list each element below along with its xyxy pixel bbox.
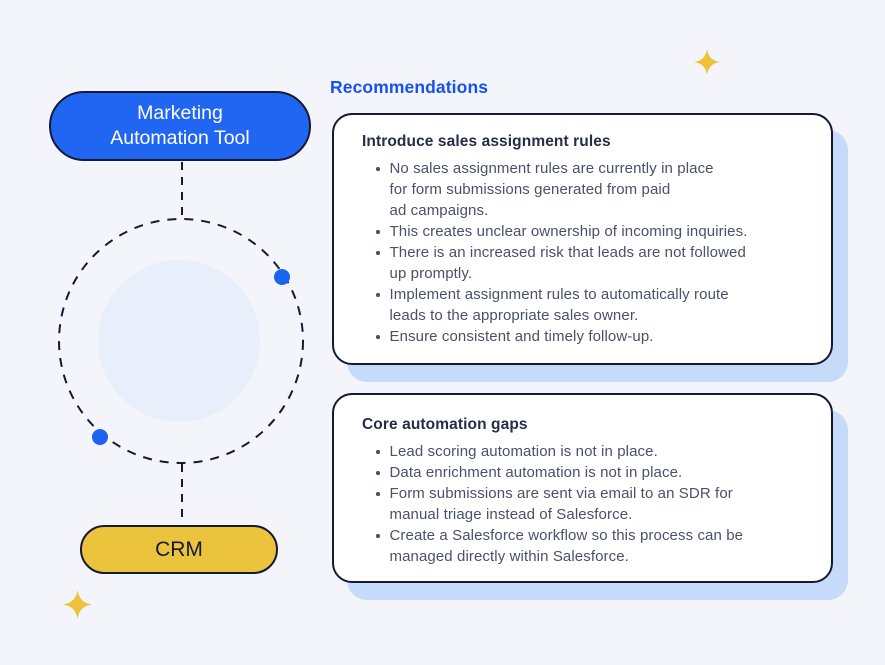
bullet-dot-icon	[376, 450, 380, 454]
bullet-text: No sales assignment rules are currently …	[389, 160, 714, 219]
card-title: Core automation gaps	[362, 416, 528, 433]
bullet-text: There is an increased risk that leads ar…	[389, 244, 746, 282]
bullet-text: This creates unclear ownership of incomi…	[389, 223, 748, 240]
list-item: Form submissions are sent via email to a…	[376, 483, 803, 525]
recommendation-card-sales-assignment: Introduce sales assignment rules No sale…	[332, 113, 833, 365]
bullet-text: Form submissions are sent via email to a…	[389, 485, 733, 523]
marketing-automation-node: Marketing Automation Tool	[49, 91, 311, 161]
sparkle-icon	[63, 590, 92, 619]
bullet-text: Ensure consistent and timely follow-up.	[389, 328, 654, 345]
bullet-text: Data enrichment automation is not in pla…	[389, 464, 683, 481]
inner-circle	[98, 260, 260, 422]
bullet-dot-icon	[376, 230, 380, 234]
bullet-dot-icon	[376, 167, 380, 171]
bullet-dot-icon	[376, 335, 380, 339]
list-item: Ensure consistent and timely follow-up.	[376, 326, 803, 347]
bullet-dot-icon	[376, 471, 380, 475]
list-item: This creates unclear ownership of incomi…	[376, 221, 803, 242]
recommendation-card-automation-gaps: Core automation gaps Lead scoring automa…	[332, 393, 833, 583]
list-item: Data enrichment automation is not in pla…	[376, 462, 803, 483]
list-item: No sales assignment rules are currently …	[376, 158, 803, 221]
list-item: There is an increased risk that leads ar…	[376, 242, 803, 284]
recommendations-heading: Recommendations	[330, 77, 489, 97]
bullet-text: Implement assignment rules to automatica…	[389, 286, 729, 324]
sync-dot-top-right-icon	[274, 269, 290, 285]
list-item: Implement assignment rules to automatica…	[376, 284, 803, 326]
bullet-dot-icon	[376, 293, 380, 297]
bullet-dot-icon	[376, 251, 380, 255]
crm-node: CRM	[80, 525, 278, 574]
bullet-text: Lead scoring automation is not in place.	[389, 443, 658, 460]
sync-dot-bottom-left-icon	[92, 429, 108, 445]
bullet-text: Create a Salesforce workflow so this pro…	[389, 527, 744, 565]
bullet-dot-icon	[376, 492, 380, 496]
bullet-list: Lead scoring automation is not in place.…	[376, 441, 803, 567]
list-item: Lead scoring automation is not in place.	[376, 441, 803, 462]
bullet-list: No sales assignment rules are currently …	[376, 158, 803, 347]
list-item: Create a Salesforce workflow so this pro…	[376, 525, 803, 567]
integration-diagram	[58, 162, 304, 523]
card-title: Introduce sales assignment rules	[362, 133, 611, 150]
sparkle-icon	[694, 49, 720, 75]
dashed-sync-circle	[58, 218, 304, 464]
bullet-dot-icon	[376, 534, 380, 538]
